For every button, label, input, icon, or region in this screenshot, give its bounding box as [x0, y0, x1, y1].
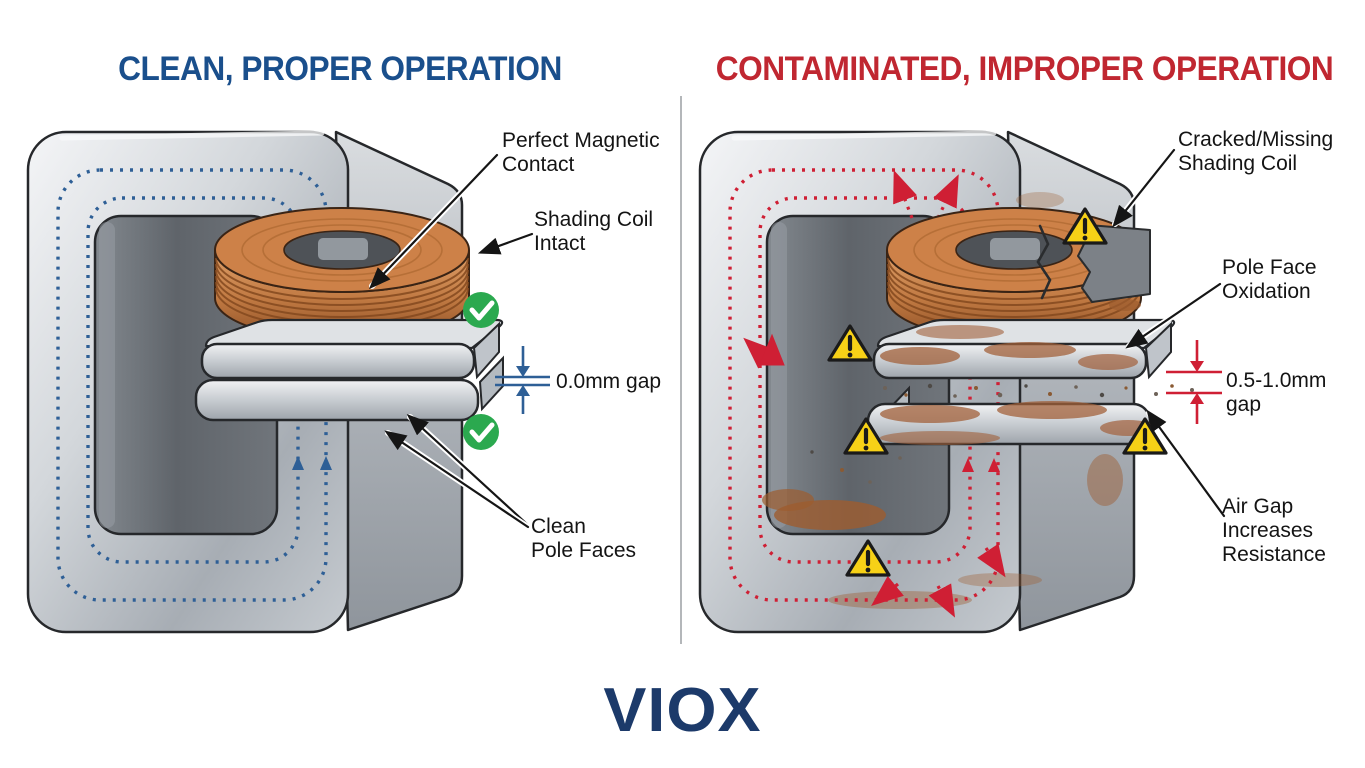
- pole-bars-contaminated: [810, 318, 1194, 484]
- check-icon: [463, 414, 499, 450]
- leader-arrows-contaminated: [1112, 147, 1227, 519]
- pole-face-rust: [880, 325, 1138, 370]
- gap-dimension-clean: [495, 346, 550, 414]
- right-panel-title: CONTAMINATED, IMPROPER OPERATION: [715, 50, 1334, 88]
- label-pole-face-oxidation: Pole Face Oxidation: [1222, 256, 1317, 303]
- pole-bars-clean: [194, 318, 505, 422]
- label-shading-coil-intact: Shading Coil Intact: [534, 208, 654, 255]
- leader-arrows-clean: [368, 152, 535, 530]
- core-frame: [700, 132, 1134, 632]
- flux-leak-arrows: [743, 170, 1006, 618]
- label-clean-pole-faces: Clean Pole Faces: [531, 515, 637, 562]
- label-air-gap-resistance: Air Gap Increases Resistance: [1222, 495, 1326, 566]
- label-clean-gap-value: 0.0mm gap: [556, 370, 662, 393]
- label-cracked-missing-coil: Cracked/Missing Shading Coil: [1178, 128, 1334, 175]
- left-panel-title: CLEAN, PROPER OPERATION: [118, 50, 562, 88]
- coil-crack-line: [1036, 224, 1052, 300]
- debris-particles: [810, 383, 1194, 484]
- panel-divider: [680, 96, 682, 644]
- label-contaminated-gap-value: 0.5-1.0mm gap: [1226, 369, 1327, 416]
- check-icon: [463, 292, 499, 328]
- label-perfect-magnetic-contact: Perfect Magnetic Contact: [502, 129, 660, 176]
- gap-dimension-contaminated: [1166, 340, 1222, 424]
- clean-core-diagram: [28, 132, 550, 632]
- viox-logo: VIOX: [603, 676, 762, 745]
- contaminated-core-diagram: [700, 132, 1227, 632]
